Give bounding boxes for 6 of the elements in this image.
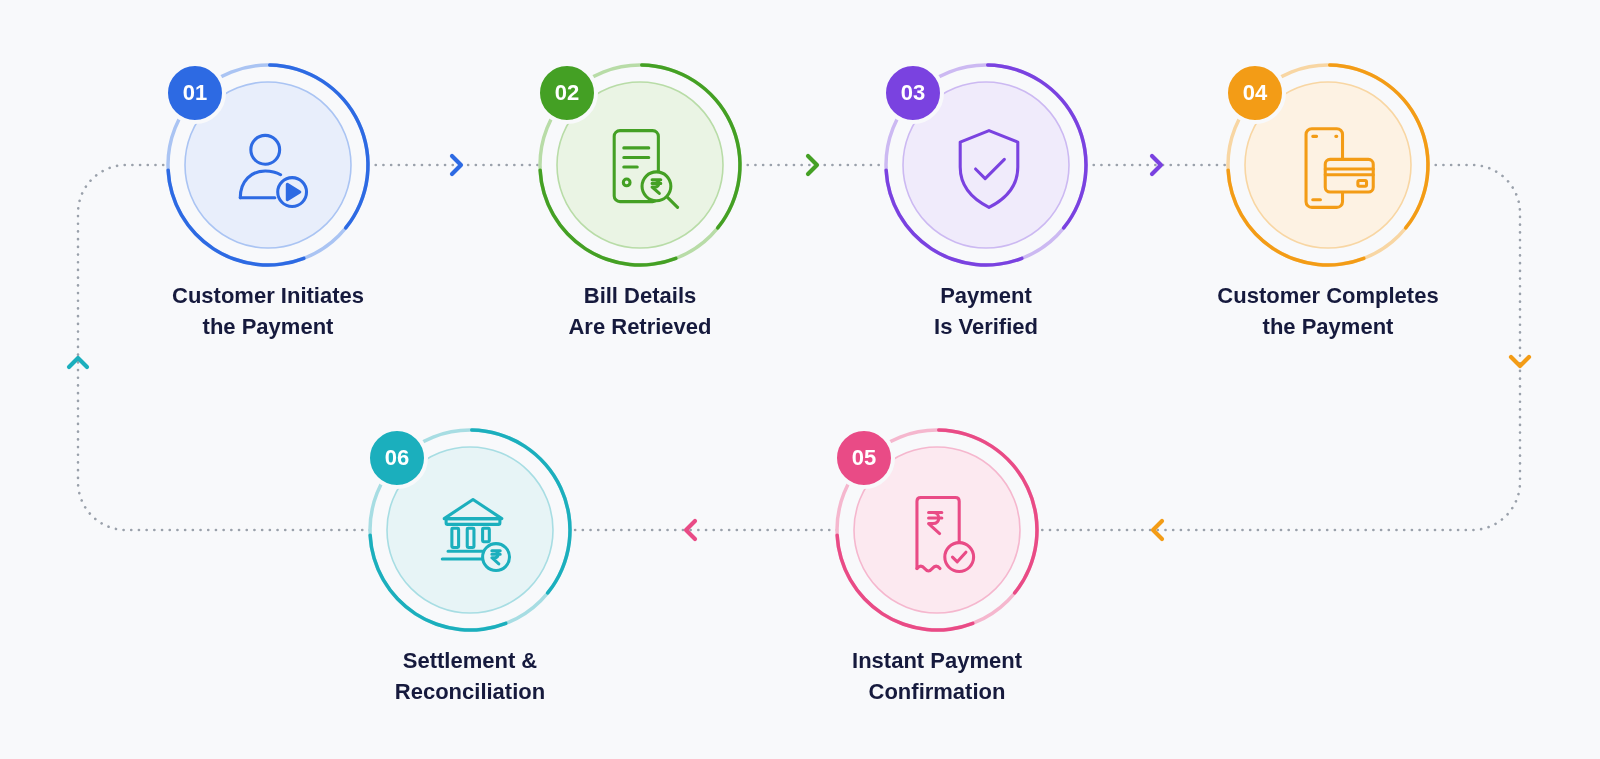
step-label: Settlement & Reconciliation	[393, 647, 547, 706]
step-label: Customer Initiates the Payment	[171, 282, 365, 341]
step-label: Instant Payment Confirmation	[851, 647, 1023, 706]
step-label: Bill Details Are Retrieved	[567, 282, 713, 341]
step-label: Payment Is Verified	[933, 282, 1039, 341]
step-label: Customer Completes the Payment	[1216, 282, 1440, 341]
